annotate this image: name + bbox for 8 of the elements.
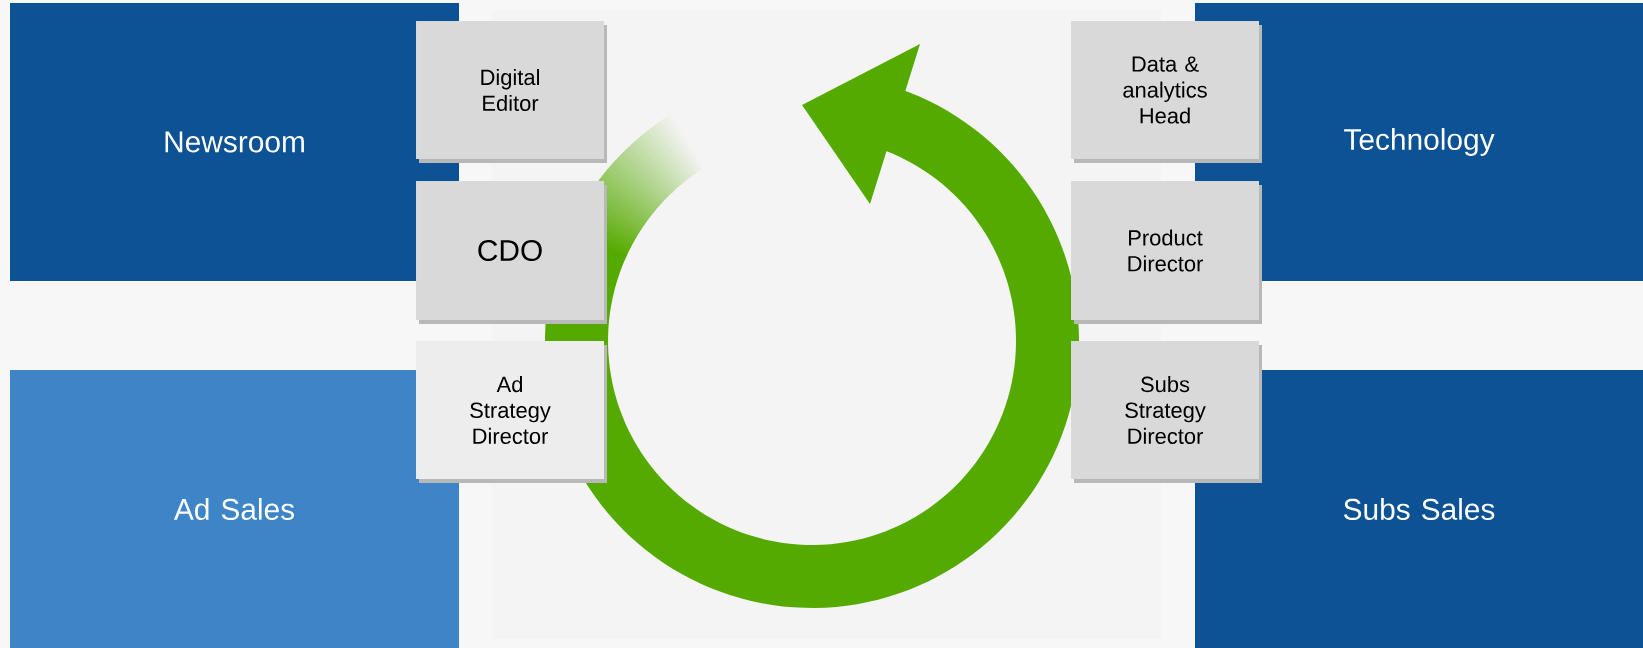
department-box: Newsroom	[10, 3, 459, 281]
role-box: Ad Strategy Director	[416, 341, 607, 483]
role-box: Product Director	[1071, 181, 1262, 324]
role-box: Data & analytics Head	[1071, 21, 1262, 163]
department-box: Ad Sales	[10, 370, 459, 648]
role-box: Digital Editor	[416, 21, 607, 163]
role-box: Subs Strategy Director	[1071, 341, 1262, 483]
role-box: CDO	[416, 181, 607, 324]
